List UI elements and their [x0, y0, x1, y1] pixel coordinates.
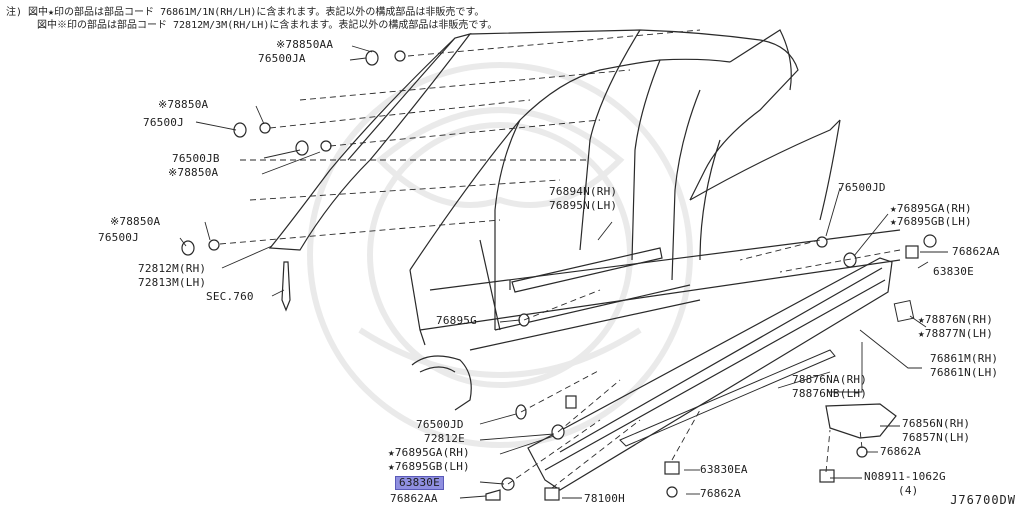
label-72813m: 72813M(LH)	[138, 276, 207, 289]
assembly-lines	[219, 29, 901, 489]
body-side-outline	[268, 29, 901, 411]
note-line-1: 注) 図中★印の部品は部品コード 76861M/1N(RH/LH)に含まれます。…	[6, 7, 485, 18]
label-76862aa-1: 76862AA	[952, 245, 1000, 258]
label-76856n: 76856N(RH)	[902, 417, 971, 430]
label-76861n: 76861N(LH)	[930, 366, 999, 379]
label-76500jd-1: 76500JD	[838, 181, 886, 194]
label-78877n: ★78877N(LH)	[918, 327, 994, 340]
label-76895ga-2: ★76895GA(RH)	[388, 446, 470, 459]
label-78876nb: 78876NB(LH)	[792, 387, 868, 400]
label-76895n: 76895N(LH)	[549, 199, 618, 212]
label-sec760[interactable]: SEC.760	[206, 290, 254, 303]
label-76895ga-1: ★76895GA(RH)	[890, 202, 972, 215]
sill-moulding-76861m	[527, 257, 893, 491]
label-76861m: 76861M(RH)	[930, 352, 999, 365]
label-63830e-2-highlighted[interactable]: 63830E	[395, 476, 444, 490]
watermark-emblem	[307, 62, 693, 448]
label-78850a-3: ※78850A	[110, 215, 161, 228]
label-63830ea: 63830EA	[700, 463, 748, 476]
label-76857n: 76857N(LH)	[902, 431, 971, 444]
label-78850a-1: ※78850A	[158, 98, 209, 111]
label-63830e-1: 63830E	[933, 265, 974, 278]
fasteners	[181, 50, 937, 501]
label-78850aa: ※78850AA	[276, 38, 334, 51]
label-76500jb: 76500JB	[172, 152, 220, 165]
label-76862a-2: 76862A	[880, 445, 921, 458]
label-76862aa-2: 76862AA	[390, 492, 438, 505]
label-76895gb-1: ★76895GB(LH)	[890, 215, 972, 228]
label-qty-4: (4)	[898, 484, 919, 497]
leader-lines	[179, 45, 948, 499]
mud-guard-76856n	[825, 403, 897, 439]
label-76500j-2: 76500J	[98, 231, 139, 244]
label-76895g: 76895G	[436, 314, 477, 327]
label-76894n: 76894N(RH)	[549, 185, 618, 198]
label-08911: N08911-1062G	[864, 470, 946, 483]
label-76500j-1: 76500J	[143, 116, 184, 129]
label-76500jd-2: 76500JD	[416, 418, 464, 431]
label-76500ja: 76500JA	[258, 52, 306, 65]
diagram-code: J76700DW	[950, 493, 1016, 507]
label-76895gb-2: ★76895GB(LH)	[388, 460, 470, 473]
seal-strip-78876na	[619, 349, 836, 447]
note-line-2: 図中※印の部品は部品コード 72812M/3M(RH/LH)に含まれます。表記以…	[37, 20, 498, 31]
kick-plate-76894n	[509, 247, 663, 293]
label-78100h: 78100H	[584, 492, 625, 505]
label-72812e: 72812E	[424, 432, 465, 445]
label-78876n: ★78876N(RH)	[918, 313, 994, 326]
pad-78876n	[893, 299, 915, 323]
label-72812m: 72812M(RH)	[138, 262, 207, 275]
label-78876na: 78876NA(RH)	[792, 373, 868, 386]
label-76862a-1: 76862A	[700, 487, 741, 500]
label-78850a-2: ※78850A	[168, 166, 219, 179]
